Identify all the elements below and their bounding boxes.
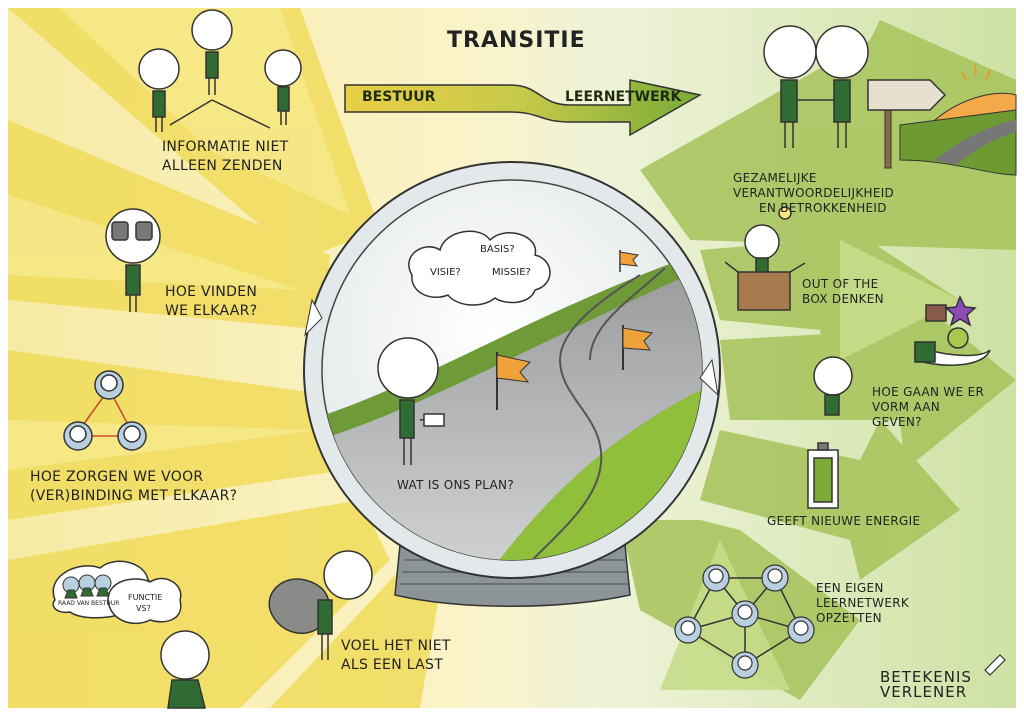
bubble-functie-2: VS? <box>136 604 151 613</box>
landscape-corner <box>899 64 1017 176</box>
page-title: TRANSITIE <box>447 28 586 53</box>
signpost-icon <box>867 79 947 169</box>
label-verbinding: HOE ZORGEN WE VOOR (VER)BINDING MET ELKA… <box>30 469 238 504</box>
stick-figure-planner <box>377 337 445 465</box>
logo: BETEKENIS VERLENER <box>880 668 972 701</box>
raad-figures <box>62 574 112 599</box>
hand-question <box>914 295 991 366</box>
arrow-label-to: LEERNETWERK <box>565 89 682 105</box>
label-vorm: HOE GAAN WE ER VORM AAN GEVEN? <box>872 385 985 429</box>
arrow-label-from: BESTUUR <box>362 89 436 105</box>
bubble-functie-1: FUNCTIE <box>128 593 163 602</box>
label-informatie: INFORMATIE NIET ALLEEN ZENDEN <box>162 139 289 174</box>
label-last: VOEL HET NIET ALS EEN LAST <box>341 638 451 673</box>
cloud-basis: BASIS? <box>480 244 515 255</box>
globe-caption: WAT IS ONS PLAN? <box>397 478 515 492</box>
binoculars-figure <box>105 208 161 312</box>
connection-diagram <box>63 370 147 451</box>
label-gezamelijk: GEZAMELIJKE VERANTWOORDELIJKHEID EN BETR… <box>733 171 895 215</box>
thought-cloud <box>408 230 551 306</box>
thinking-figure <box>160 630 210 709</box>
flag-icon <box>619 250 640 272</box>
cloud-missie: MISSIE? <box>492 267 531 278</box>
rock-figure <box>268 550 373 660</box>
label-energie: GEEFT NIEUWE ENERGIE <box>767 514 921 528</box>
flag-icon <box>496 352 532 410</box>
flag-icon <box>622 325 654 370</box>
label-vinden: HOE VINDEN WE ELKAAR? <box>165 284 258 319</box>
handshake-figures <box>763 25 869 148</box>
three-figures <box>138 9 302 132</box>
label-netwerk: EEN EIGEN LEERNETWERK OPZETTEN <box>816 581 910 625</box>
bubble-raad: RAAD VAN BESTUUR <box>58 600 120 607</box>
battery-figure <box>807 356 853 509</box>
network-nodes <box>674 564 815 679</box>
transition-arrow <box>344 79 703 137</box>
cloud-visie: VISIE? <box>430 267 461 278</box>
label-box: OUT OF THE BOX DENKEN <box>802 277 884 306</box>
box-figure <box>724 206 806 311</box>
pencil-icon <box>984 654 1006 676</box>
